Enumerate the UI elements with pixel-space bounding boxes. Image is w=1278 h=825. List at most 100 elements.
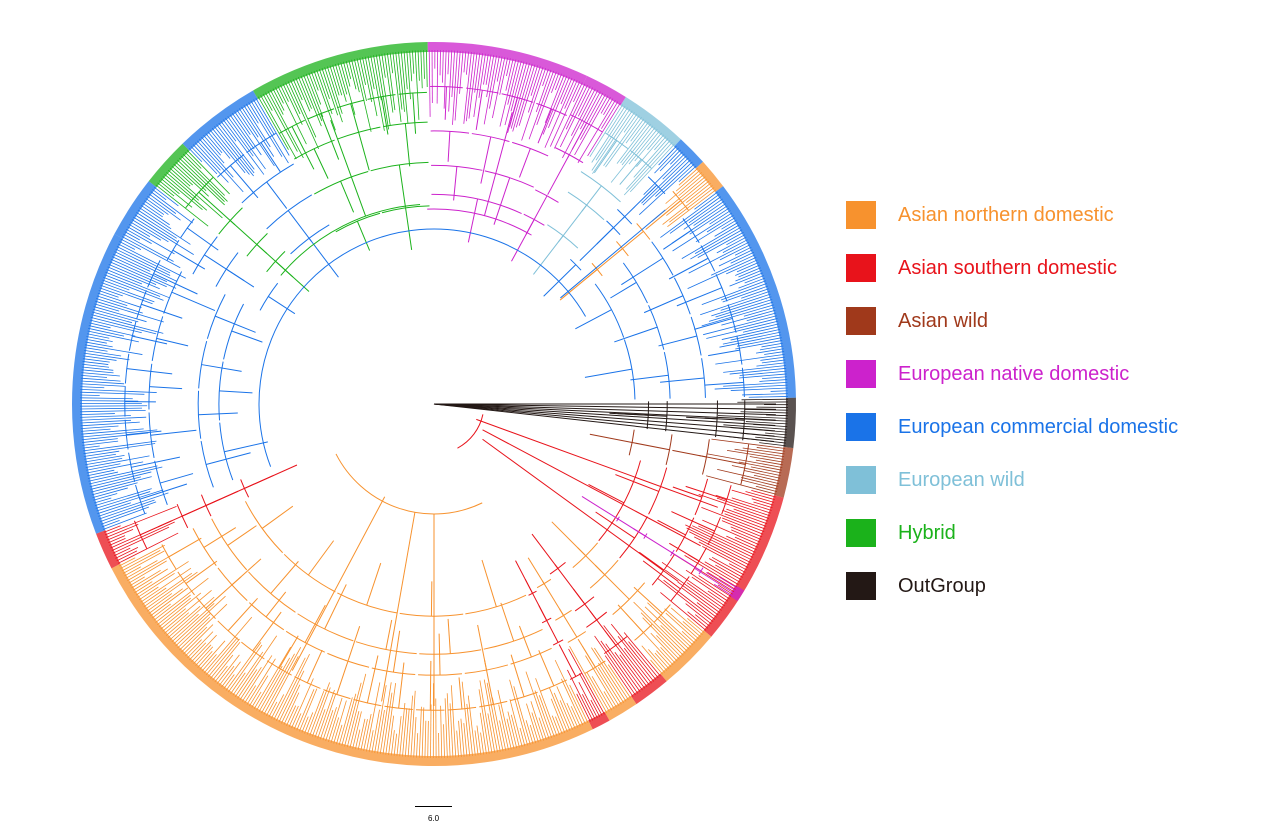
leaf-branch bbox=[116, 550, 138, 562]
leaf-branch bbox=[121, 550, 161, 572]
legend-item-asian-southern-domestic: Asian southern domestic bbox=[846, 253, 1117, 283]
leaf-branch bbox=[706, 320, 779, 339]
leaf-branch bbox=[479, 712, 487, 755]
leaf-branch bbox=[171, 165, 193, 186]
leaf-branch bbox=[108, 263, 157, 286]
internal-arc bbox=[617, 209, 633, 225]
leaf-branch bbox=[492, 57, 506, 119]
long-branch bbox=[291, 496, 386, 671]
leaf-branch bbox=[330, 717, 340, 743]
leaf-branch bbox=[348, 60, 357, 90]
leaf-branch bbox=[461, 681, 471, 757]
leaf-branch bbox=[368, 730, 374, 753]
leaf-branch bbox=[629, 143, 675, 193]
internal-arc bbox=[285, 630, 326, 653]
leaf-branch bbox=[542, 75, 568, 135]
leaf-branch bbox=[565, 84, 588, 130]
leaf-branch bbox=[448, 50, 453, 112]
leaf-branch bbox=[538, 717, 547, 740]
leaf-branch bbox=[313, 70, 336, 131]
leaf-branch bbox=[392, 52, 402, 122]
leaf-branch bbox=[327, 697, 343, 742]
internal-arc bbox=[555, 609, 572, 621]
leaf-branch bbox=[378, 54, 391, 126]
leaf-branch bbox=[349, 711, 360, 748]
leaf-branch bbox=[241, 106, 275, 157]
leaf-branch bbox=[614, 652, 643, 691]
internal-arc bbox=[246, 232, 268, 257]
leaf-branch bbox=[134, 214, 178, 242]
leaf-branch bbox=[379, 682, 392, 754]
leaf-branch bbox=[466, 703, 473, 756]
internal-branch bbox=[467, 198, 479, 243]
internal-arc bbox=[675, 517, 695, 552]
internal-arc bbox=[198, 341, 208, 389]
internal-branch bbox=[589, 433, 633, 444]
leaf-branch bbox=[564, 80, 578, 109]
leaf-branch bbox=[80, 386, 105, 389]
leaf-branch bbox=[232, 651, 264, 696]
leaf-branch bbox=[160, 178, 180, 195]
leaf-branch bbox=[607, 105, 626, 134]
leaf-branch bbox=[447, 50, 450, 75]
leaf-branch bbox=[733, 318, 778, 330]
leaf-branch bbox=[82, 438, 118, 443]
leaf-branch bbox=[685, 603, 712, 625]
scale-bar-label: 6.0 bbox=[427, 814, 440, 823]
internal-arc bbox=[133, 520, 148, 549]
leaf-branch bbox=[695, 217, 736, 243]
leaf-branch bbox=[421, 707, 425, 758]
leaf-branch bbox=[654, 652, 670, 670]
internal-branch bbox=[477, 624, 488, 671]
leaf-branch bbox=[660, 624, 688, 652]
leaf-branch bbox=[526, 703, 539, 743]
leaf-branch bbox=[518, 65, 538, 126]
legend-label: European commercial domestic bbox=[898, 416, 1179, 438]
leaf-branch bbox=[442, 50, 444, 83]
leaf-branch bbox=[670, 151, 683, 165]
leaf-branch bbox=[325, 707, 337, 742]
leaf-branch bbox=[473, 53, 484, 117]
leaf-branch bbox=[285, 82, 301, 115]
leaf-branch bbox=[542, 68, 549, 87]
internal-branch bbox=[642, 560, 681, 590]
leaf-branch bbox=[483, 679, 498, 753]
leaf-branch bbox=[82, 358, 110, 363]
legend-item-asian-wild: Asian wild bbox=[846, 306, 988, 336]
leaf-branch bbox=[105, 271, 170, 299]
leaf-branch bbox=[735, 269, 762, 282]
leaf-branch bbox=[89, 322, 111, 329]
internal-arc bbox=[248, 602, 285, 631]
leaf-branch bbox=[311, 71, 319, 91]
leaf-branch bbox=[398, 51, 405, 112]
internal-branch bbox=[126, 430, 162, 436]
internal-arc bbox=[283, 553, 336, 593]
leaf-branch bbox=[96, 489, 164, 512]
leaf-branch bbox=[165, 605, 201, 636]
tip-ring-segment bbox=[582, 75, 626, 106]
leaf-branch bbox=[334, 63, 347, 102]
legend-item-european-commercial-domestic: European commercial domestic bbox=[846, 412, 1178, 442]
leaf-branch bbox=[270, 89, 284, 115]
internal-branch bbox=[366, 562, 382, 606]
leaf-branch bbox=[216, 654, 240, 684]
internal-arc bbox=[536, 102, 567, 116]
leaf-branch bbox=[133, 216, 194, 255]
internal-branch bbox=[510, 654, 525, 697]
leaf-branch bbox=[203, 616, 253, 674]
leaf-branch bbox=[730, 329, 781, 341]
leaf-branch bbox=[352, 711, 362, 749]
leaf-branch bbox=[483, 54, 489, 85]
leaf-branch bbox=[749, 456, 784, 463]
internal-branch bbox=[149, 386, 183, 390]
leaf-branch bbox=[159, 180, 193, 208]
leaf-branch bbox=[155, 594, 191, 623]
leaf-branch bbox=[535, 69, 552, 113]
leaf-branch bbox=[685, 524, 754, 558]
leaf-branch bbox=[88, 325, 136, 337]
leaf-branch bbox=[137, 209, 191, 245]
leaf-branch bbox=[550, 698, 566, 734]
internal-branch bbox=[571, 122, 588, 150]
leaf-branch bbox=[660, 194, 720, 238]
leaf-branch bbox=[755, 459, 783, 466]
